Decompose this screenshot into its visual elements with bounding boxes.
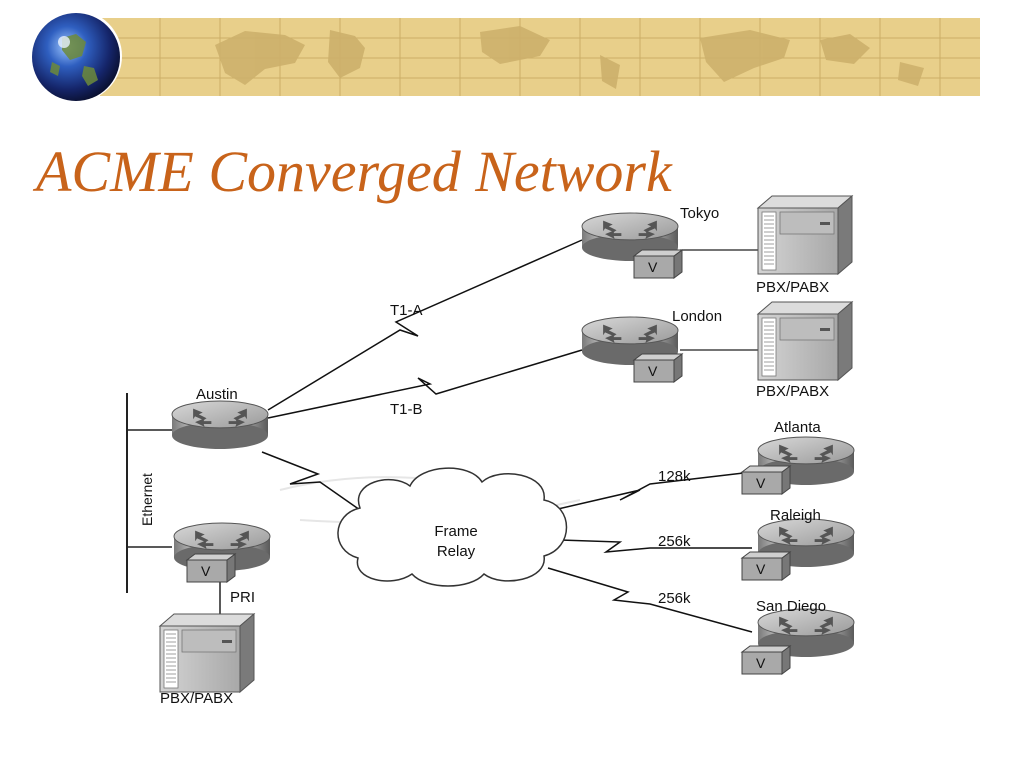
ethernet-label: Ethernet [139,473,155,526]
link-atlanta [544,471,753,513]
voice-module-raleigh: V [741,551,791,581]
site-label-raleigh: Raleigh [770,507,821,524]
svg-text:V: V [756,655,766,671]
link-t1b [267,349,583,419]
svg-text:V: V [201,563,211,579]
site-label-san-diego: San Diego [756,598,826,615]
frame-relay-cloud: Frame Relay [337,467,568,587]
pri-label: PRI [230,589,255,606]
pbx-label-tokyo: PBX/PABX [756,279,829,296]
site-label-tokyo: Tokyo [680,205,719,222]
svg-text:V: V [756,561,766,577]
link-label-t1b: T1-B [390,401,423,418]
voice-module-pri: V [186,553,236,583]
svg-text:V: V [756,475,766,491]
site-label-austin: Austin [196,386,238,403]
pbx-label-austin: PBX/PABX [160,690,233,707]
router-austin [171,400,269,450]
link-san-diego [547,567,753,633]
link-label-san-diego: 256k [658,590,691,607]
voice-module-london: V [633,353,683,383]
link-label-atlanta: 128k [658,468,691,485]
cloud-label-line2: Relay [437,543,476,560]
voice-module-atlanta: V [741,465,791,495]
link-label-raleigh: 256k [658,533,691,550]
link-t1a [267,239,583,411]
svg-text:V: V [648,259,658,275]
svg-text:V: V [648,363,658,379]
header-banner [0,10,980,102]
pbx-label-london: PBX/PABX [756,383,829,400]
pbx-london [757,301,853,381]
voice-module-tokyo: V [633,249,683,279]
link-raleigh [559,539,752,553]
voice-module-san-diego: V [741,645,791,675]
link-label-t1a: T1-A [390,302,423,319]
page-title: ACME Converged Network [36,139,672,204]
pbx-tokyo [757,195,853,275]
link-frame-relay-austin [261,451,361,511]
site-label-atlanta: Atlanta [774,419,821,436]
pbx-austin [159,613,255,693]
cloud-label-line1: Frame [434,523,477,540]
site-label-london: London [672,308,722,325]
